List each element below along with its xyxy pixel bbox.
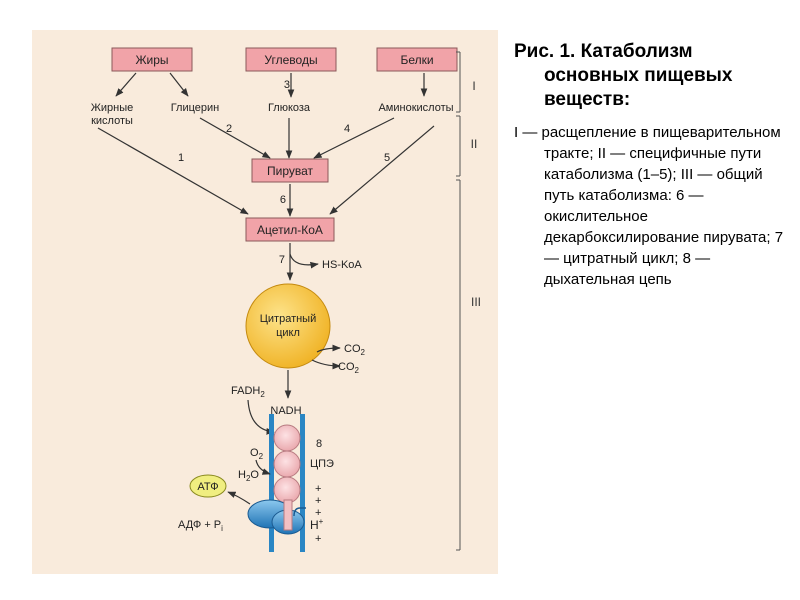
h2o-label: H2O — [238, 469, 259, 483]
fatty-acids-label-2: кислоты — [91, 115, 133, 127]
stage-1-label: I — [472, 79, 475, 93]
step-4-label: 4 — [344, 123, 350, 135]
stage-3-label: III — [471, 295, 481, 309]
fats-label: Жиры — [135, 53, 168, 67]
nadh-label: NADH — [270, 405, 301, 417]
fatty-acids-label: Жирные — [91, 102, 134, 114]
step-5-label: 5 — [384, 152, 390, 164]
arrow-aminoacids-acetyl — [329, 125, 435, 215]
catabolism-diagram: Жиры Углеводы Белки 3 Жирные кислоты Гли… — [91, 47, 481, 552]
adp-label: АДФ + Pi — [178, 519, 223, 533]
citrate-cycle-label-2: цикл — [276, 327, 300, 339]
plus-1: + — [315, 483, 321, 495]
proton-label: H+ — [310, 517, 324, 532]
proton-channel — [293, 507, 306, 517]
step-2-label: 2 — [226, 123, 232, 135]
plus-3: + — [315, 507, 321, 519]
arrow-co2-b — [311, 359, 341, 370]
arrow-glycerol-pyruvate — [199, 117, 271, 159]
fadh2-label: FADH2 — [231, 385, 265, 399]
caption-title: Рис. 1. Катаболизм основных пищевых веще… — [514, 41, 733, 110]
step-6-label: 6 — [280, 194, 286, 206]
caption: Рис. 1. Катаболизм основных пищевых веще… — [514, 40, 784, 290]
citrate-cycle-label: Цитратный — [260, 313, 316, 325]
arrow-co2-a — [316, 344, 341, 353]
step-1-label: 1 — [178, 152, 184, 164]
plus-2: + — [315, 495, 321, 507]
arrow-fats-fattyacids — [115, 72, 137, 97]
arrow-aminoacids-pyruvate — [313, 117, 395, 159]
atp-synthase-stalk — [283, 499, 293, 531]
caption-body: I — расщепление в пищеварительном тракте… — [514, 124, 784, 288]
etc-complex-2 — [273, 450, 301, 478]
proteins-box — [376, 47, 458, 72]
arrow-fattyacids-acetyl — [97, 127, 249, 215]
acetyl-coa-label: Ацетил-КоА — [257, 223, 323, 237]
etc-complex-1 — [273, 424, 301, 452]
pyruvate-box — [251, 158, 329, 183]
co2-label-b: CO2 — [338, 361, 360, 375]
step-8-label: 8 — [316, 438, 322, 450]
etc-complex-3 — [273, 476, 301, 504]
atp-ellipse — [189, 474, 227, 498]
step-3-label: 3 — [284, 79, 290, 91]
proteins-label: Белки — [400, 53, 433, 67]
membrane-left — [269, 414, 274, 552]
acetyl-coa-box — [245, 217, 335, 242]
citrate-cycle-circle — [245, 283, 331, 369]
pyruvate-label: Пируват — [267, 164, 314, 178]
hskoa-label: HS-KoA — [322, 259, 362, 271]
membrane-right — [300, 414, 305, 552]
arrow-hskoa — [289, 253, 319, 269]
stage-2-label: II — [471, 137, 478, 151]
amino-acids-label: Аминокислоты — [378, 102, 453, 114]
fats-box — [111, 47, 193, 72]
catabolism-figure: Жиры Углеводы Белки 3 Жирные кислоты Гли… — [32, 30, 498, 574]
step-7-label: 7 — [279, 254, 285, 266]
plus-4: + — [315, 533, 321, 545]
carbs-label: Углеводы — [264, 53, 317, 67]
o2-label: O2 — [250, 447, 264, 461]
carbs-box — [245, 47, 337, 72]
glucose-label: Глюкоза — [268, 102, 311, 114]
arrow-o2 — [255, 459, 271, 475]
atp-label: АТФ — [197, 481, 218, 493]
co2-label-a: CO2 — [344, 343, 366, 357]
arrow-fats-glycerol — [169, 72, 189, 97]
glycerol-label: Глицерин — [171, 102, 220, 114]
etc-label: ЦПЭ — [310, 458, 334, 470]
arrow-atp — [227, 491, 251, 505]
